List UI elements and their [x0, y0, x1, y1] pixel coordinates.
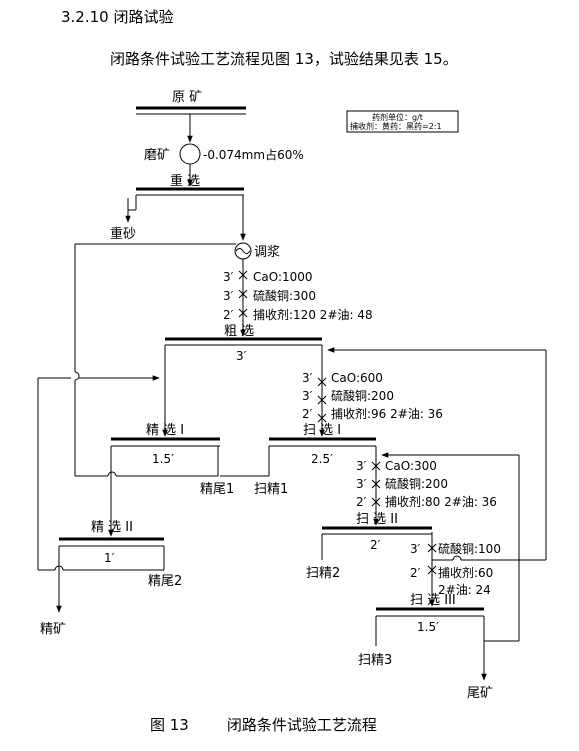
gravity-sand-label: 重砂 — [110, 226, 136, 242]
scav1-reagent-1: CaO:600 — [331, 371, 383, 385]
legend-box — [346, 110, 459, 133]
tailings-label: 尾矿 — [467, 686, 493, 701]
rougher-time: 3′ — [236, 349, 247, 363]
reagent-add-mark — [317, 413, 327, 423]
conditioning-label: 调浆 — [254, 245, 280, 260]
reagent-add-mark — [317, 395, 327, 405]
scav2-reagent-1: CaO:300 — [385, 459, 437, 473]
scav3-label: 扫 选 III — [410, 593, 456, 608]
scav1-reagent-1-time: 3′ — [302, 371, 313, 385]
scav3-reagent-2-time: 2′ — [410, 566, 421, 580]
cleaner2-time: 1′ — [104, 551, 115, 565]
rougher-reagent-3: 捕收剂:120 2#油: 48 — [253, 307, 373, 322]
rougher-reagent-2: 硫酸铜:300 — [253, 288, 316, 303]
cleaner1-label: 精 选 I — [146, 423, 184, 438]
conditioning-agitator-icon — [235, 248, 251, 254]
cleaner2-tail-hop — [54, 565, 64, 571]
legend-line-2: 捕收剂：黄药：黑药=2:1 — [350, 121, 442, 131]
rougher-reagent-1-time: 3′ — [223, 270, 234, 284]
recycle-bottom-hop — [107, 471, 117, 477]
scav2-time: 2′ — [370, 538, 381, 552]
reagent-add-mark — [238, 308, 248, 318]
scav2-reagent-2: 硫酸铜:200 — [385, 476, 448, 491]
scav2-reagent-2-time: 3′ — [356, 477, 367, 491]
concentrate-label: 精矿 — [40, 622, 66, 637]
reagent-add-mark — [371, 497, 381, 507]
scav3-reagent-2: 捕收剂:60 — [438, 565, 493, 580]
figure-title: 闭路条件试验工艺流程 — [226, 716, 377, 734]
reagent-add-mark — [238, 270, 248, 280]
intro-paragraph: 闭路条件试验工艺流程见图 13，试验结果见表 15。 — [110, 50, 458, 68]
scav1-time: 2.5′ — [311, 452, 333, 466]
cleaner1-tail-label: 精尾1 — [200, 482, 234, 497]
grind-size-label: -0.074mm占60% — [203, 147, 304, 162]
scav3-reagent-3: 2#油: 24 — [438, 583, 491, 597]
reagent-add-mark — [371, 479, 381, 489]
rougher-reagent-1: CaO:1000 — [253, 270, 313, 284]
scav-return-hop — [452, 555, 462, 561]
scav2-reagent-1-time: 3′ — [356, 459, 367, 473]
cleaner2-tail-label: 精尾2 — [148, 574, 182, 589]
scav2-reagent-3-time: 2′ — [356, 495, 367, 509]
scav3-reagent-1-time: 3′ — [410, 542, 421, 556]
figure-number: 图 13 — [150, 716, 189, 734]
rougher-reagent-3-time: 2′ — [223, 308, 234, 322]
scav1-reagent-3-time: 2′ — [302, 407, 313, 421]
legend-line-1: 药剂单位：g/t — [372, 112, 423, 122]
scav2-reagent-3: 捕收剂:80 2#油: 36 — [385, 494, 497, 509]
section-heading: 3.2.10 闭路试验 — [61, 8, 174, 26]
scav3-conc-label: 扫精3 — [358, 653, 392, 668]
scav3-time: 1.5′ — [417, 620, 439, 634]
scav1-reagent-3: 捕收剂:96 2#油: 36 — [331, 406, 443, 421]
grinding-label: 磨矿 — [144, 148, 170, 163]
recycle-left-hop — [74, 371, 80, 381]
scav1-conc-label: 扫精1 — [254, 482, 288, 497]
gravity-label: 重 选 — [170, 173, 200, 189]
cleaner2-label: 精 选 II — [91, 520, 133, 535]
scav2-label: 扫 选 II — [356, 512, 398, 527]
cleaner1-time: 1.5′ — [152, 452, 174, 466]
scav1-reagent-2-time: 3′ — [302, 389, 313, 403]
scav1-label: 扫 选 I — [303, 423, 341, 438]
grinding-mill-icon — [179, 143, 201, 165]
reagent-add-mark — [427, 543, 437, 553]
figure-caption: 图 13 闭路条件试验工艺流程 — [150, 714, 377, 735]
scav2-conc-label: 扫精2 — [306, 566, 340, 581]
scav3-reagent-1: 硫酸铜:100 — [438, 541, 501, 556]
raw-ore-label: 原 矿 — [172, 90, 202, 105]
rougher-reagent-2-time: 3′ — [223, 289, 234, 303]
scav1-reagent-2: 硫酸铜:200 — [331, 388, 394, 403]
reagent-add-mark — [371, 461, 381, 471]
rougher-label: 粗 选 — [224, 324, 254, 339]
reagent-add-mark — [427, 565, 437, 575]
reagent-add-mark — [238, 289, 248, 299]
reagent-add-mark — [317, 377, 327, 387]
